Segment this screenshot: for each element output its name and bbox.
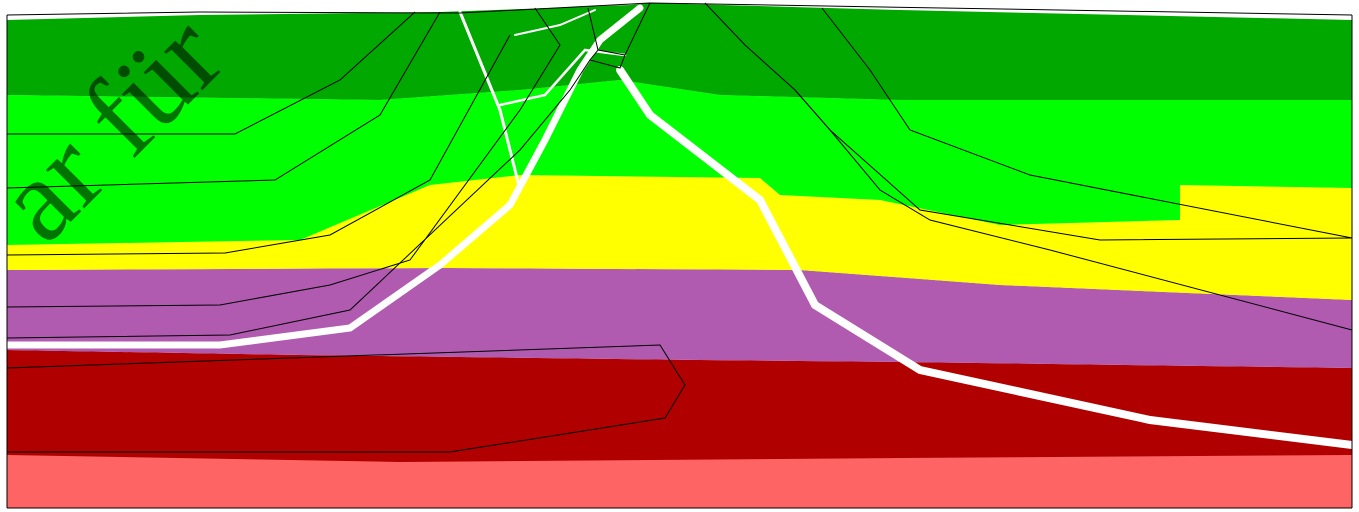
fault-bridge-2 [514,9,596,36]
curve-left-5 [6,59,591,339]
fault-lines [3,4,1356,449]
fault-vertical-center [458,10,522,192]
fault-left [3,4,644,349]
structure-outlines [6,2,1353,509]
summit-outline-2 [597,49,626,56]
curve-left-1 [7,11,416,135]
curve-left-4 [6,7,561,308]
layer-purple [7,268,1352,368]
fault-bridge-1 [498,48,627,107]
layer-yellow [7,175,1352,300]
fault-right [616,66,1356,449]
surface-line [6,2,1353,16]
layer-light-green [7,80,1352,245]
layer-dark-red [7,350,1352,462]
layer-dark-green [7,3,1352,100]
curve-left-2 [6,11,441,189]
curve-left-3 [6,34,511,256]
red-nappe-outline [6,344,686,453]
curve-right-3 [794,89,1353,331]
summit-outline [587,2,651,69]
curve-right-2 [821,7,1353,239]
